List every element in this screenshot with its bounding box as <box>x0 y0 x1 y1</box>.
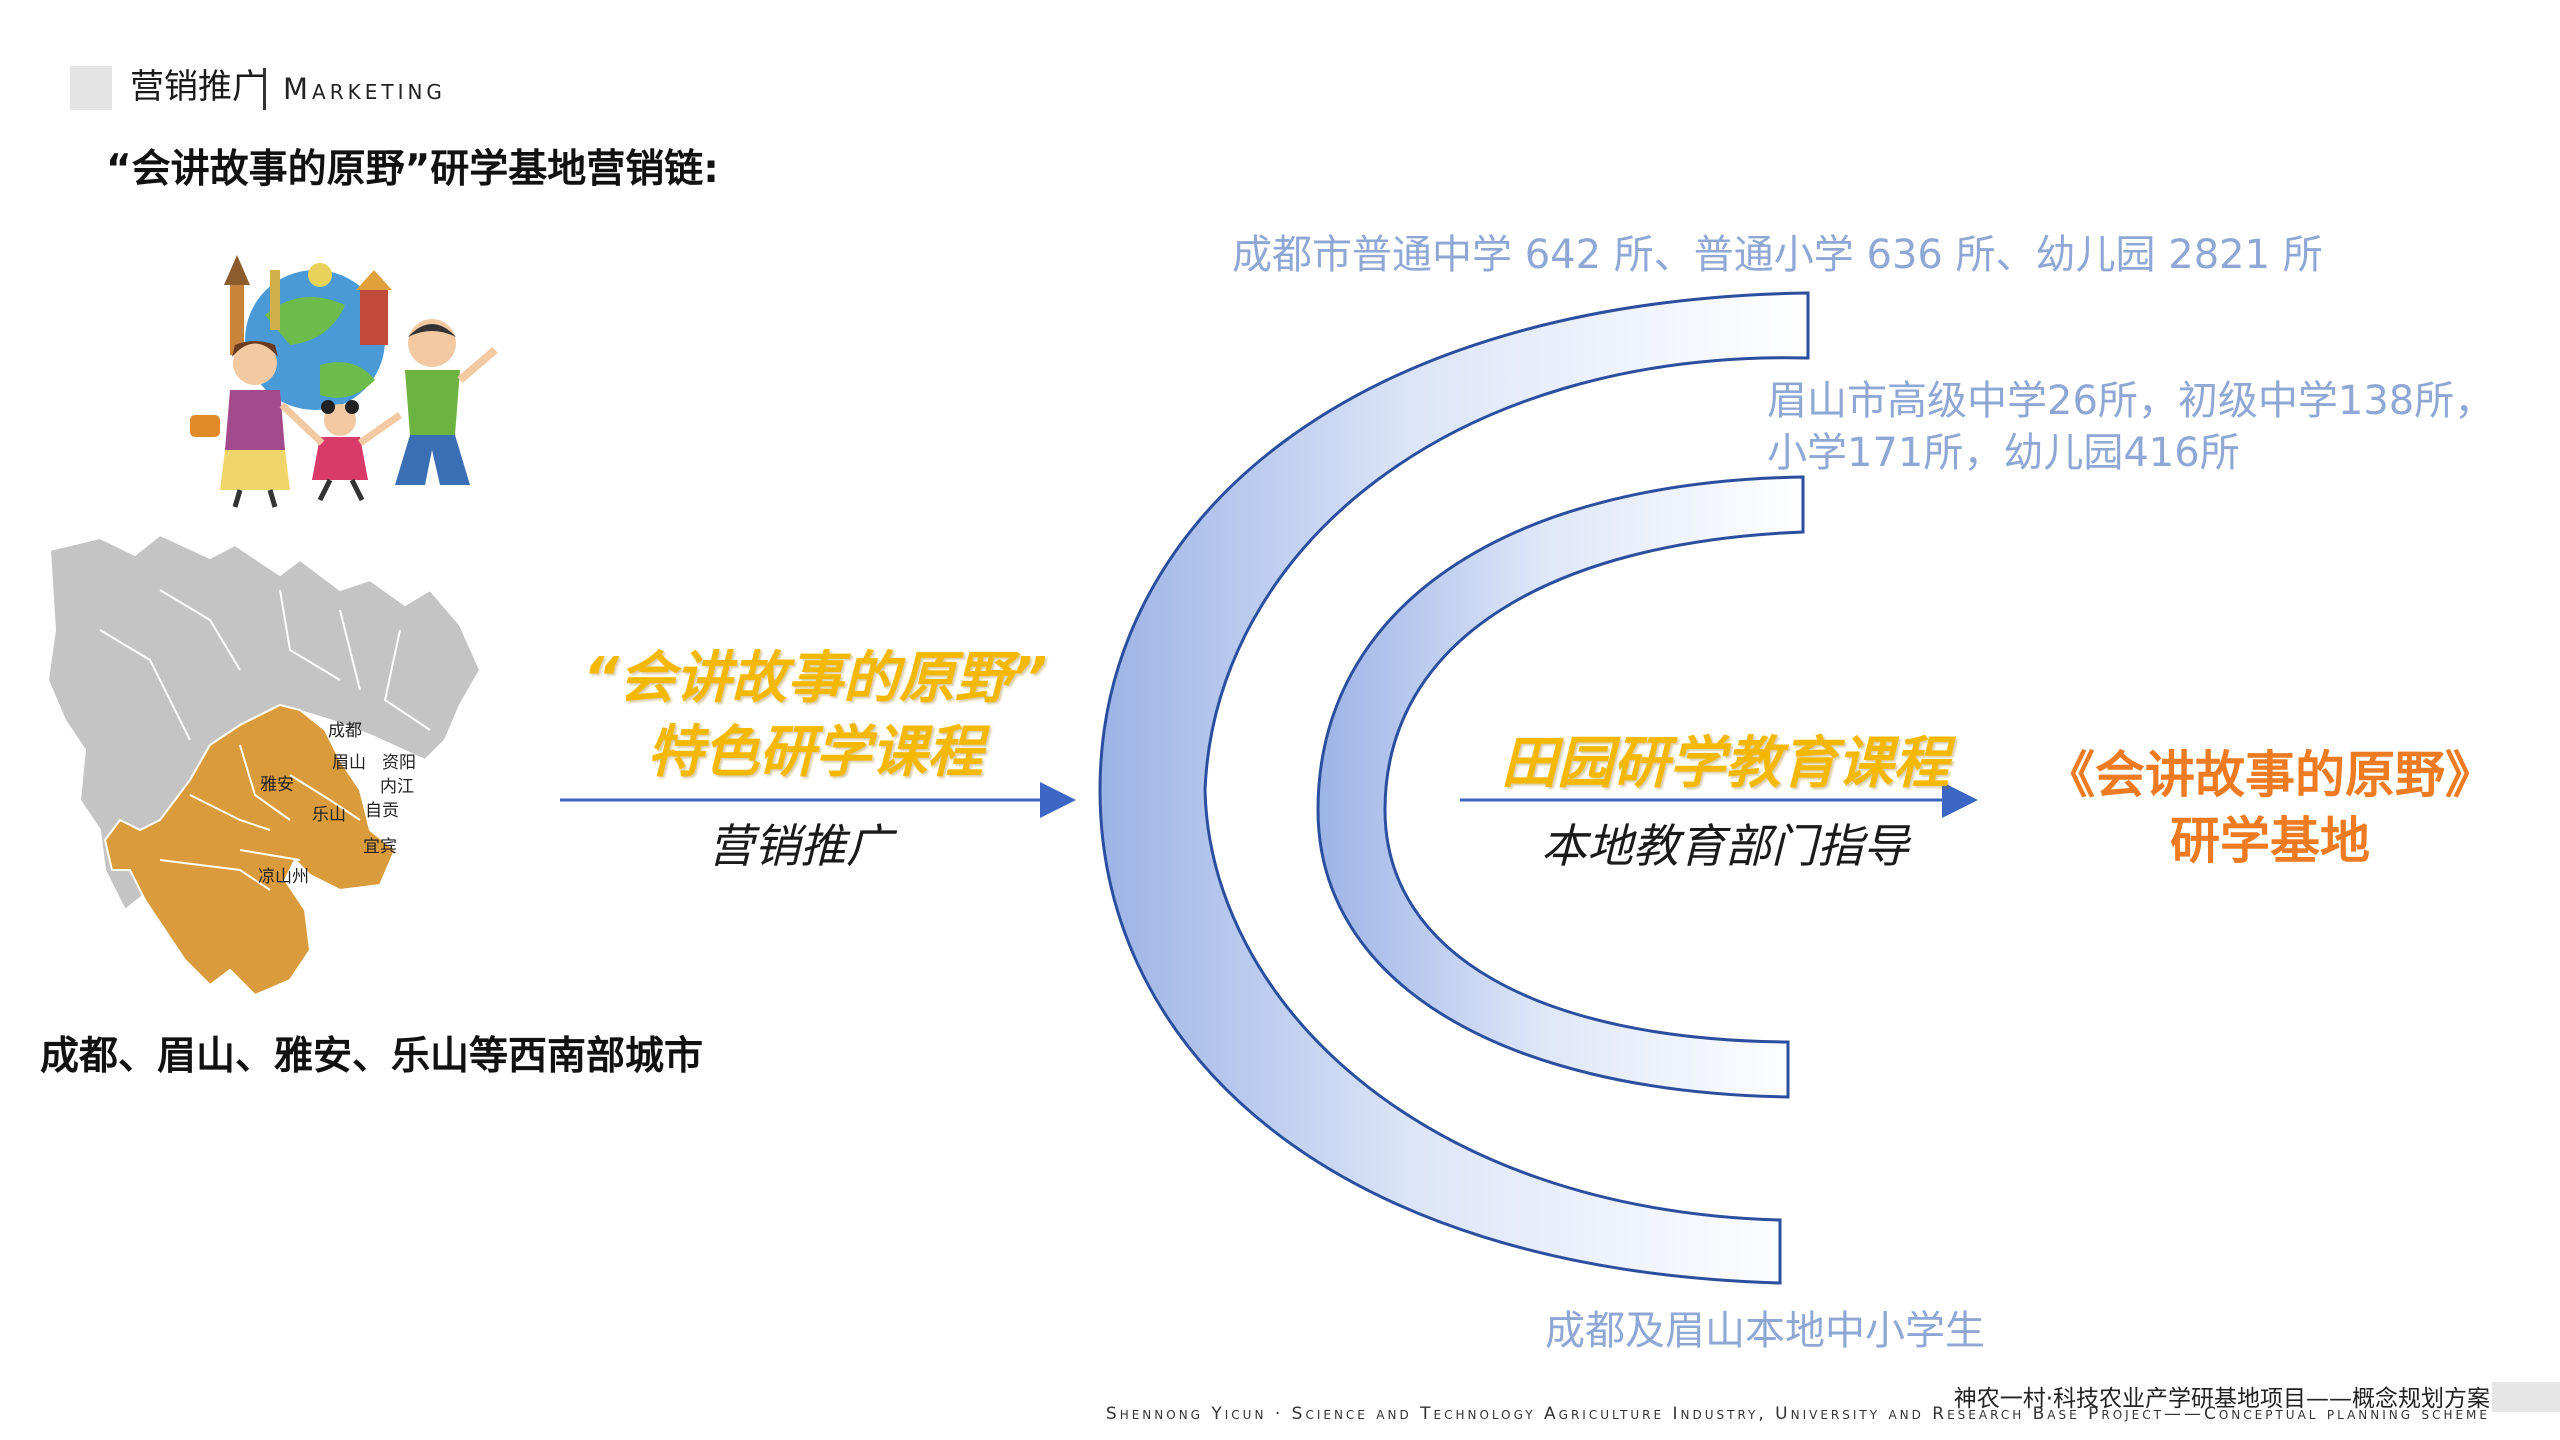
research-base-name: 《会讲故事的原野》 研学基地 <box>2025 742 2515 874</box>
map-label-liangshan: 凉山州 <box>258 867 309 887</box>
map-label-neijiang: 内江 <box>380 777 414 797</box>
map-region-gray <box>46 533 482 912</box>
map-label-ziyang: 资阳 <box>382 753 416 773</box>
meishan-school-stats-line2: 小学171所，幼儿园416所 <box>1767 430 2240 476</box>
marketing-label: 营销推广 <box>708 819 892 873</box>
map-label-leshan: 乐山 <box>312 805 346 825</box>
inner-arc <box>1316 475 1805 1099</box>
map-label-zigong: 自贡 <box>365 801 399 821</box>
left-course-line2: 特色研学课程 <box>647 720 983 785</box>
page-title: “会讲故事的原野”研学基地营销链: <box>106 147 719 192</box>
map-label-yaan: 雅安 <box>260 775 294 795</box>
footer-project-en: Shennong Yicun · Science and Technology … <box>1105 1404 2490 1424</box>
outer-arc <box>1098 291 1810 1285</box>
meishan-school-stats-line1: 眉山市高级中学26所，初级中学138所， <box>1767 378 2495 424</box>
sichuan-map: 成都 眉山 资阳 内江 雅安 乐山 自贡 宜宾 凉山州 <box>46 533 482 997</box>
map-label-chengdu: 成都 <box>328 721 362 741</box>
farm-course-title: 田园研学教育课程 <box>1501 731 1949 796</box>
local-students-label: 成都及眉山本地中小学生 <box>1545 1308 1985 1354</box>
left-course-title: “会讲故事的原野” 特色研学课程 <box>545 642 1085 790</box>
map-label-meishan: 眉山 <box>332 753 366 773</box>
chengdu-school-stats: 成都市普通中学 642 所、普通小学 636 所、幼儿园 2821 所 <box>1232 232 2323 278</box>
footer-strip <box>2492 1382 2560 1412</box>
guidance-label: 本地教育部门指导 <box>1541 819 1909 873</box>
base-name-line1: 《会讲故事的原野》 <box>2045 746 2495 804</box>
section-title-cn: 营销推广 <box>130 67 266 107</box>
base-name-line2: 研学基地 <box>2170 812 2370 870</box>
section-divider <box>263 68 266 110</box>
left-course-line1: “会讲故事的原野” <box>582 646 1048 711</box>
cities-caption: 成都、眉山、雅安、乐山等西南部城市 <box>40 1034 704 1079</box>
map-label-yibin: 宜宾 <box>363 837 397 857</box>
section-marker <box>70 66 112 110</box>
map-region-highlight <box>103 703 397 997</box>
family-travel-illustration <box>190 255 498 508</box>
section-title-en: Marketing <box>283 72 446 106</box>
footer-project-cn: 神农一村·科技农业产学研基地项目——概念规划方案 <box>1953 1386 2490 1412</box>
